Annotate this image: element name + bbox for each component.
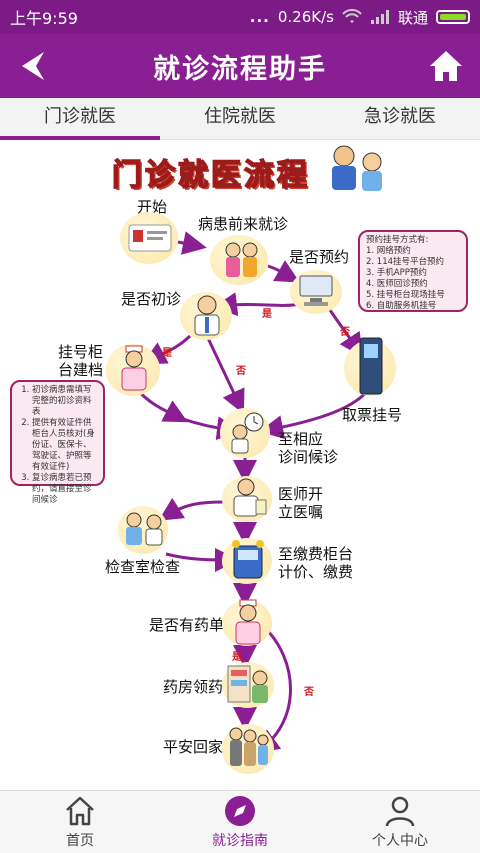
id-card-icon (128, 224, 172, 252)
kiosk-icon (359, 337, 383, 395)
payment-icon (232, 540, 264, 579)
tab-inpatient[interactable]: 住院就医 (204, 106, 276, 127)
carrier-name: 联通 (397, 8, 428, 27)
computer-icon (299, 275, 333, 306)
flow-title: 门诊就医流程 (111, 157, 310, 194)
step-exam: 检查室检查 (105, 558, 181, 576)
label-yes-first-visit: 是 (262, 309, 272, 320)
appointment-note-item: 2. 114挂号平台预约 (366, 257, 445, 267)
step-appointment-question: 是否预约 (289, 248, 350, 266)
appointment-note-item: 3. 手机APP预约 (366, 268, 427, 278)
first-visit-note-item: 初诊病患需填写完整的初诊资料表 (32, 385, 97, 418)
clock-doctor-icon (231, 412, 264, 454)
status-bar: 上午9:59 ... 0.26K/s 联通 (0, 0, 480, 34)
step-wait-line1: 至相应 (278, 430, 324, 448)
label-no-first-visit: 否 (236, 366, 246, 377)
home-outline-icon (66, 796, 94, 826)
network-speed: 0.26K/s (277, 8, 334, 26)
nurse-icon (121, 345, 147, 391)
home-icon[interactable] (428, 48, 464, 84)
first-visit-note-item: 提供有效证件供柜台人员核对(身份证、医保卡、驾驶证、护照等有效证件) (32, 418, 97, 473)
patients-icon (225, 242, 258, 277)
back-arrow-icon[interactable] (14, 48, 54, 84)
doctor-patient-illustration (332, 145, 382, 191)
status-time: 上午9:59 (10, 9, 78, 28)
step-arrive: 病患前来就诊 (198, 215, 289, 233)
step-first-visit-question: 是否初诊 (121, 290, 182, 308)
compass-icon (225, 796, 255, 826)
step-medicine-question: 是否有药单 (149, 616, 225, 634)
label-no-medicine: 否 (304, 687, 314, 698)
appointment-note-title: 预约挂号方式有: (366, 235, 429, 245)
pharmacy-icon (227, 665, 268, 703)
first-visit-note: 初诊病患需填写完整的初诊资料表 提供有效证件供柜台人员核对(身份证、医保卡、驾驶… (10, 380, 105, 505)
label-yes-medicine: 是 (232, 652, 242, 663)
step-pharmacy: 药房领药 (163, 678, 224, 696)
exam-room-icon (126, 512, 163, 546)
step-ticket: 取票挂号 (342, 406, 403, 424)
flowchart-area[interactable]: 门诊就医流程 开始 病患前来就诊 是否预约 预约挂号方式有: 1. 网络预约 2… (0, 140, 480, 790)
nurse-medicine-icon (235, 599, 261, 645)
appointment-note-item: 5. 挂号柜台现场挂号 (366, 290, 445, 300)
app-header: 就诊流程助手 (0, 34, 480, 98)
doctor-writing-icon (233, 478, 267, 517)
step-register-line1: 挂号柜 (58, 343, 104, 361)
step-prescribe-line1: 医师开 (278, 485, 324, 503)
appointment-methods-note: 预约挂号方式有: 1. 网络预约 2. 114挂号平台预约 3. 手机APP预约… (358, 230, 468, 312)
bottom-nav: 首页 就诊指南 个人中心 (0, 790, 480, 853)
doctor-icon (194, 295, 220, 336)
label-yes-register: 是 (162, 348, 172, 359)
nav-guide[interactable]: 就诊指南 (160, 791, 320, 853)
page-title: 就诊流程助手 (153, 53, 327, 85)
first-visit-note-item: 复诊病患若已预约，请直接至诊间候诊 (32, 473, 97, 506)
tab-bar: 门诊就医 住院就医 急诊就医 (0, 98, 480, 140)
wifi-icon (342, 9, 362, 23)
nav-profile-label: 个人中心 (372, 833, 428, 849)
flow-arrows (134, 231, 372, 754)
label-no-appointment: 否 (340, 327, 350, 338)
nav-profile[interactable]: 个人中心 (320, 791, 480, 853)
nav-guide-label: 就诊指南 (212, 833, 268, 849)
step-pay-line2: 计价、缴费 (278, 563, 354, 581)
step-prescribe-line2: 立医嘱 (278, 503, 324, 521)
appointment-note-item: 4. 医师回诊预约 (366, 279, 428, 289)
step-wait-line2: 诊间候诊 (278, 448, 339, 466)
tab-outpatient[interactable]: 门诊就医 (0, 98, 160, 140)
signal-icon (370, 10, 389, 24)
step-pay-line1: 至缴费柜台 (278, 545, 354, 563)
step-home: 平安回家 (163, 738, 224, 756)
status-dots: ... (249, 8, 270, 26)
person-icon (385, 796, 415, 827)
nav-home[interactable]: 首页 (0, 791, 160, 853)
family-icon (229, 727, 269, 766)
appointment-note-item: 1. 网络预约 (366, 246, 411, 256)
step-start: 开始 (137, 198, 168, 216)
battery-icon (436, 10, 470, 24)
appointment-note-item: 6. 自助服务机挂号 (366, 301, 437, 311)
status-right: ... 0.26K/s 联通 (250, 7, 470, 28)
step-register-line2: 台建档 (58, 361, 104, 379)
tab-emergency[interactable]: 急诊就医 (364, 106, 436, 127)
nav-home-label: 首页 (66, 833, 94, 849)
